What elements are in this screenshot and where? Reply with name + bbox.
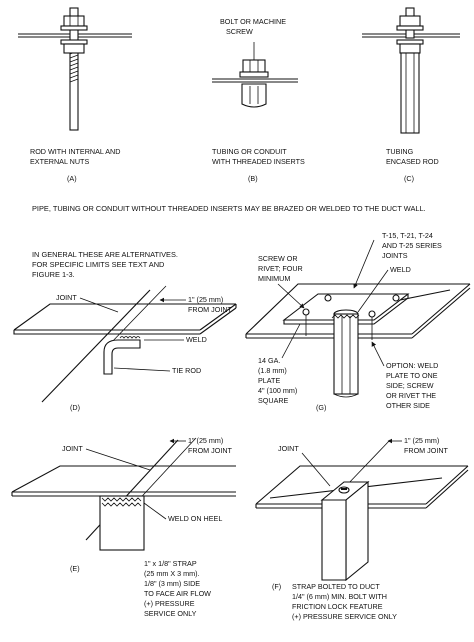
figure-d-tie-rod-leader [113, 367, 171, 372]
figure-f-strap-bolted [255, 439, 469, 582]
figure-a-caption-line1: ROD WITH INTERNAL AND [30, 147, 120, 156]
figure-e-strap-line2: (25 mm X 3 mm). [144, 569, 200, 578]
figure-g-plate-line4: 4" (100 mm) [258, 386, 297, 395]
figure-a-letter: (A) [67, 174, 77, 183]
figure-e-strap-weld-on-heel [11, 437, 236, 551]
figure-e-letter: (E) [70, 564, 80, 573]
figure-e-joint-label: JOINT [62, 444, 83, 453]
figure-g-option-line1: OPTION: WELD [386, 361, 438, 370]
figure-d-dim-line2: FROM JOINT [188, 305, 233, 314]
figure-g-plate-line3: PLATE [258, 376, 280, 385]
figure-d-letter: (D) [70, 403, 80, 412]
figure-e-strap-line3: 1/8" (3 mm) SIDE [144, 579, 200, 588]
figure-c-tubing-encased-rod [362, 7, 460, 134]
figure-g-plate-line2: (1.8 mm) [258, 366, 287, 375]
figure-d-dim-line1: 1" (25 mm) [188, 295, 223, 304]
figure-g-series-line3: JOINTS [382, 251, 408, 260]
figure-b-threaded-insert [212, 42, 298, 108]
figure-g-plate-leader [281, 323, 301, 359]
general-note-line1: IN GENERAL THESE ARE ALTERNATIVES. [32, 250, 178, 259]
figure-d-weld-label: WELD [186, 335, 207, 344]
figure-e-strap-line1: 1" x 1/8" STRAP [144, 559, 197, 568]
figure-g-plate-line5: SQUARE [258, 396, 289, 405]
figure-e-dim-line1: 1" (25 mm) [188, 436, 223, 445]
figure-g-option-leader [371, 341, 385, 367]
figure-g-option-line2: PLATE TO ONE [386, 371, 438, 380]
figure-e-weld-leader [143, 502, 167, 520]
figure-g-weld-leader [357, 269, 389, 313]
figure-f-dim-line2: FROM JOINT [404, 446, 449, 455]
figure-e-weld-label: WELD ON HEEL [168, 514, 222, 523]
figure-b-label-line1: BOLT OR MACHINE [220, 17, 286, 26]
figure-e-strap-line5: (+) PRESSURE [144, 599, 195, 608]
figure-g-option-line3: SIDE; SCREW [386, 381, 434, 390]
figure-c-caption-line2: ENCASED ROD [386, 157, 439, 166]
figure-f-strap-line1: STRAP BOLTED TO DUCT [292, 582, 380, 591]
figure-d-tie-rod-label: TIE ROD [172, 366, 201, 375]
figure-g-screw-line2: RIVET; FOUR [258, 264, 303, 273]
main-note: PIPE, TUBING OR CONDUIT WITHOUT THREADED… [32, 204, 426, 213]
figure-g-series-line1: T-15, T-21, T-24 [382, 231, 433, 240]
figure-b-label-line2: SCREW [226, 27, 253, 36]
figure-f-letter: (F) [272, 582, 281, 591]
figure-e-strap-line6: SERVICE ONLY [144, 609, 197, 618]
figure-e-dim-line2: FROM JOINT [188, 446, 233, 455]
figure-b-caption-line1: TUBING OR CONDUIT [212, 147, 287, 156]
figure-b-letter: (B) [248, 174, 258, 183]
figure-f-strap-line3: FRICTION LOCK FEATURE [292, 602, 383, 611]
figure-d-joint-label: JOINT [56, 293, 77, 302]
figure-g-series-leader [353, 239, 375, 289]
figure-g-screw-line1: SCREW OR [258, 254, 298, 263]
figure-g-screw-line3: MINIMUM [258, 274, 290, 283]
general-note-line3: FIGURE 1-3. [32, 270, 75, 279]
figure-f-joint-leader [301, 452, 331, 487]
figure-g-plate-line1: 14 GA. [258, 356, 280, 365]
general-note-line2: FOR SPECIFIC LIMITS SEE TEXT AND [32, 260, 164, 269]
figure-g-plate-attachment [245, 283, 471, 398]
figure-f-strap-line4: (+) PRESSURE SERVICE ONLY [292, 612, 397, 621]
figure-d-tie-rod-weld [13, 285, 237, 403]
figure-c-caption-line1: TUBING [386, 147, 414, 156]
figure-f-joint-label: JOINT [278, 444, 299, 453]
figure-g-series-line2: AND T-25 SERIES [382, 241, 442, 250]
figure-b-caption-line2: WITH THREADED INSERTS [212, 157, 305, 166]
figure-f-strap-line2: 1/4" (6 mm) MIN. BOLT WITH [292, 592, 387, 601]
figure-c-letter: (C) [404, 174, 414, 183]
figure-e-joint-leader [85, 448, 151, 471]
figure-a-rod-with-nuts [18, 7, 132, 131]
figure-e-strap-line4: TO FACE AIR FLOW [144, 589, 211, 598]
figure-g-option-line5: OTHER SIDE [386, 401, 430, 410]
figure-g-option-line4: OR RIVET THE [386, 391, 436, 400]
figure-d-joint-leader [79, 297, 119, 313]
figure-g-weld-label: WELD [390, 265, 411, 274]
figure-f-dim-line1: 1" (25 mm) [404, 436, 439, 445]
figure-g-screw-leader [277, 283, 305, 309]
figure-g-letter: (G) [316, 403, 326, 412]
figure-a-caption-line2: EXTERNAL NUTS [30, 157, 89, 166]
